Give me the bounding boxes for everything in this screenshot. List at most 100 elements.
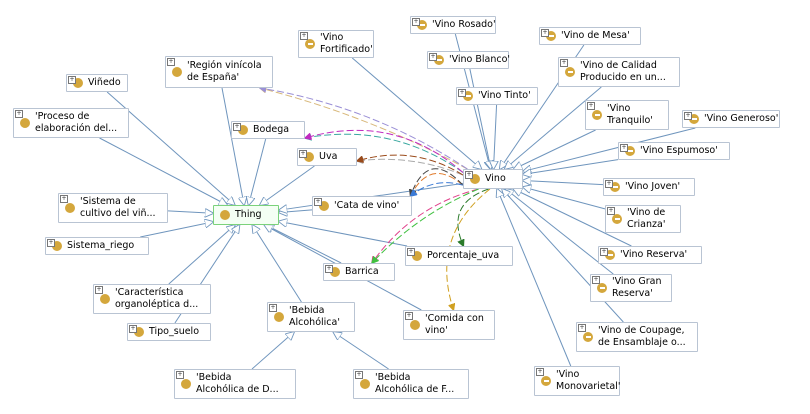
individual-circle-icon	[612, 214, 622, 224]
node-vino-calidad[interactable]: + 'Vino de Calidad Producido en un...	[558, 57, 680, 87]
node-vino-espumoso[interactable]: + 'Vino Espumoso'	[618, 142, 730, 160]
expand-plus-icon[interactable]: +	[620, 144, 628, 152]
node-bebida-f[interactable]: +'Bebida Alcohólica de F...	[353, 369, 469, 399]
class-circle-icon	[52, 241, 62, 251]
node-sistema-cultivo[interactable]: + 'Sistema de cultivo del viñ...	[58, 193, 168, 223]
expand-plus-icon[interactable]: +	[47, 239, 55, 247]
expand-plus-icon[interactable]: +	[95, 286, 103, 294]
node-label: 'Sistema de cultivo del viñ...	[80, 196, 156, 219]
expand-plus-icon[interactable]: +	[536, 368, 544, 376]
node-vino-blanco[interactable]: +'Vino Blanco'	[427, 51, 510, 69]
expand-plus-icon[interactable]: +	[325, 265, 333, 273]
expand-plus-icon[interactable]: +	[299, 150, 307, 158]
node-vino-coupage[interactable]: +'Vino de Coupage, de Ensamblaje o...	[576, 322, 698, 352]
individual-circle-icon	[597, 283, 607, 293]
individual-circle-icon	[689, 114, 699, 124]
expand-plus-icon[interactable]: +	[300, 32, 308, 40]
expand-plus-icon[interactable]: +	[684, 112, 692, 120]
node-vino-reserva[interactable]: +'Vino Reserva'	[598, 246, 702, 264]
subclass-edge	[279, 221, 408, 247]
node-vino-tranquilo[interactable]: + 'Vino Tranquilo'	[585, 100, 669, 130]
node-vino-tinto[interactable]: + 'Vino Tinto'	[456, 87, 538, 105]
expand-plus-icon[interactable]: +	[429, 53, 437, 61]
subclass-edge	[168, 225, 235, 285]
expand-plus-icon[interactable]: +	[407, 248, 415, 256]
node-label: 'Vino Espumoso'	[640, 145, 718, 156]
individual-circle-icon	[541, 376, 551, 386]
expand-plus-icon[interactable]: +	[541, 29, 549, 37]
node-porcentaje[interactable]: +Porcentaje_uva	[405, 246, 513, 266]
node-label: Tipo_suelo	[149, 326, 200, 337]
expand-plus-icon[interactable]: +	[605, 180, 613, 188]
expand-plus-icon[interactable]: +	[587, 102, 595, 110]
node-label: 'Vino Tinto'	[478, 90, 531, 101]
node-bebida-d[interactable]: +'Bebida Alcohólica de D...	[174, 369, 296, 399]
node-label: 'Proceso de elaboración del...	[35, 111, 118, 134]
expand-plus-icon[interactable]: +	[465, 171, 473, 179]
subclass-edge	[260, 165, 315, 205]
node-vino-monovarietal[interactable]: +'Vino Monovarietal'	[534, 366, 620, 396]
subclass-edge	[506, 189, 614, 275]
node-comida[interactable]: +'Comida con vino'	[403, 310, 495, 340]
node-sistema-riego[interactable]: +Sistema_riego	[45, 237, 149, 255]
node-vino-fortificado[interactable]: +'Vino Fortificado'	[298, 30, 374, 58]
node-thing[interactable]: Thing	[213, 205, 279, 225]
expand-plus-icon[interactable]: +	[68, 76, 76, 84]
expand-plus-icon[interactable]: +	[167, 58, 175, 66]
expand-plus-icon[interactable]: +	[60, 195, 68, 203]
expand-plus-icon[interactable]: +	[269, 304, 277, 312]
expand-plus-icon[interactable]: +	[458, 89, 466, 97]
expand-plus-icon[interactable]: +	[314, 198, 322, 206]
node-label: 'Característica organoléptica d...	[115, 287, 199, 310]
node-vino[interactable]: +Vino	[463, 169, 523, 189]
object-property-edge	[357, 154, 464, 176]
node-cata[interactable]: +'Cata de vino'	[312, 196, 412, 216]
node-label: 'Vino de Mesa'	[561, 30, 630, 41]
individual-circle-icon	[434, 55, 444, 65]
class-circle-icon	[65, 203, 75, 213]
node-region[interactable]: +'Región vinícola de España'	[165, 56, 273, 88]
node-tipo-suelo[interactable]: + Tipo_suelo	[127, 323, 211, 341]
node-caracteristica[interactable]: + 'Característica organoléptica d...	[93, 284, 211, 314]
expand-plus-icon[interactable]: +	[15, 110, 23, 118]
subclass-edge	[167, 211, 213, 213]
node-label: Barrica	[345, 266, 379, 277]
expand-plus-icon[interactable]: +	[600, 248, 608, 256]
node-barrica[interactable]: + Barrica	[323, 263, 395, 281]
expand-plus-icon[interactable]: +	[129, 325, 137, 333]
class-circle-icon	[410, 320, 420, 330]
node-vino-gran-reserva[interactable]: +'Vino Gran Reserva'	[590, 274, 672, 302]
expand-plus-icon[interactable]: +	[592, 276, 600, 284]
node-label: 'Vino Tranquilo'	[607, 103, 653, 126]
expand-plus-icon[interactable]: +	[578, 324, 586, 332]
node-vino-mesa[interactable]: + 'Vino de Mesa'	[539, 27, 641, 45]
expand-plus-icon[interactable]: +	[560, 59, 568, 67]
subclass-edge	[333, 332, 389, 370]
node-bodega[interactable]: +Bodega	[231, 121, 305, 139]
expand-plus-icon[interactable]: +	[176, 371, 184, 379]
node-proceso[interactable]: + 'Proceso de elaboración del...	[13, 108, 129, 138]
node-label: 'Vino de Calidad Producido en un...	[580, 60, 666, 83]
object-property-edge	[457, 188, 489, 246]
object-property-edge	[357, 159, 464, 176]
node-vino-rosado[interactable]: +'Vino Rosado'	[410, 16, 496, 34]
node-vino-crianza[interactable]: +'Vino de Crianza'	[605, 205, 681, 233]
subclass-edge	[523, 187, 606, 210]
object-property-edge	[305, 134, 464, 173]
individual-circle-icon	[583, 332, 593, 342]
object-property-edge	[372, 188, 479, 263]
expand-plus-icon[interactable]: +	[412, 18, 420, 26]
node-uva[interactable]: +Uva	[297, 148, 357, 166]
subclass-edge	[514, 189, 632, 247]
expand-plus-icon[interactable]: +	[355, 371, 363, 379]
object-property-edge	[260, 88, 468, 170]
expand-plus-icon[interactable]: +	[405, 312, 413, 320]
node-vino-joven[interactable]: +'Vino Joven'	[603, 178, 695, 196]
expand-plus-icon[interactable]: +	[607, 207, 615, 215]
node-vinedo[interactable]: +Viñedo	[66, 74, 128, 92]
node-vino-generoso[interactable]: +'Vino Generoso'	[682, 110, 780, 128]
node-bebida[interactable]: +'Bebida Alcohólica'	[267, 302, 355, 332]
expand-plus-icon[interactable]: +	[233, 123, 241, 131]
object-property-edge	[411, 173, 464, 196]
